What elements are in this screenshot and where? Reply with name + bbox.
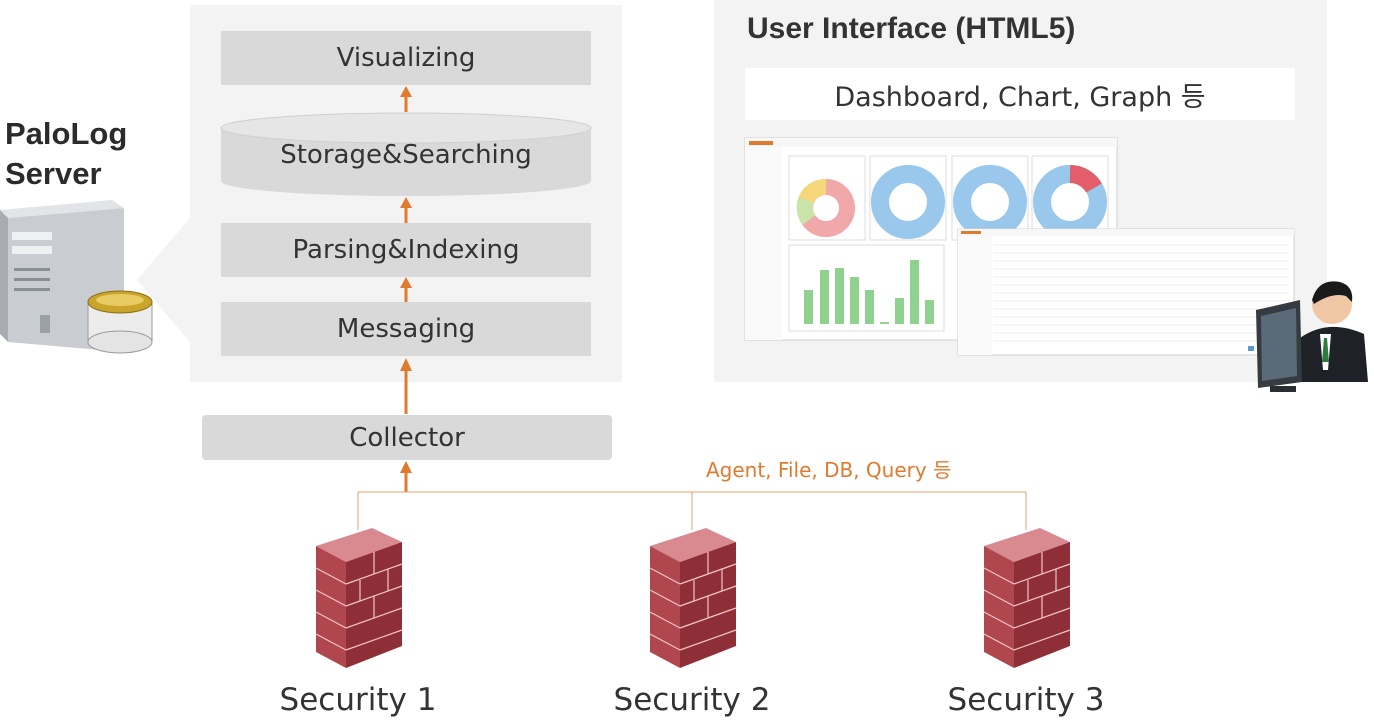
server-title: PaloLog Server [5,114,135,194]
firewall-icon-1 [315,528,403,668]
messaging-layer: Messaging [221,302,591,356]
security-label-2: Security 2 [613,682,771,718]
firewall-icon-3 [983,528,1071,668]
collector-label: Collector [349,422,465,453]
server-title-line2: Server [5,156,102,191]
visualizing-label: Visualizing [336,43,476,73]
firewall-icon-2 [649,528,737,668]
parsing-label: Parsing&Indexing [292,235,520,265]
protocols-label: Agent, File, DB, Query 등 [706,458,952,482]
ui-subtitle-label: Dashboard, Chart, Graph 등 [834,81,1206,113]
server-title-line1: PaloLog [5,116,128,151]
parsing-layer: Parsing&Indexing [221,223,591,277]
arrow-storage-to-visualizing [400,86,412,112]
ui-title: User Interface (HTML5) [747,12,1076,45]
arrow-sources-to-collector [400,461,412,492]
ui-panel [714,0,1327,382]
collector-box: Collector [202,415,612,460]
arrow-parsing-to-storage [400,197,412,223]
security-label-3: Security 3 [947,682,1105,718]
arrow-collector-to-messaging [400,358,412,414]
visualizing-layer: Visualizing [221,31,591,85]
messaging-label: Messaging [336,314,476,344]
arrow-messaging-to-parsing [400,277,412,302]
storage-label: Storage&Searching [280,140,532,170]
security-label-1: Security 1 [279,682,437,718]
database-icon [87,290,153,354]
storage-cylinder [220,112,592,196]
ui-subtitle: Dashboard, Chart, Graph 등 [745,68,1295,120]
storage-layer: Storage&Searching [221,130,591,180]
source-connectors [357,491,1027,530]
pipeline-arrows [400,86,412,492]
